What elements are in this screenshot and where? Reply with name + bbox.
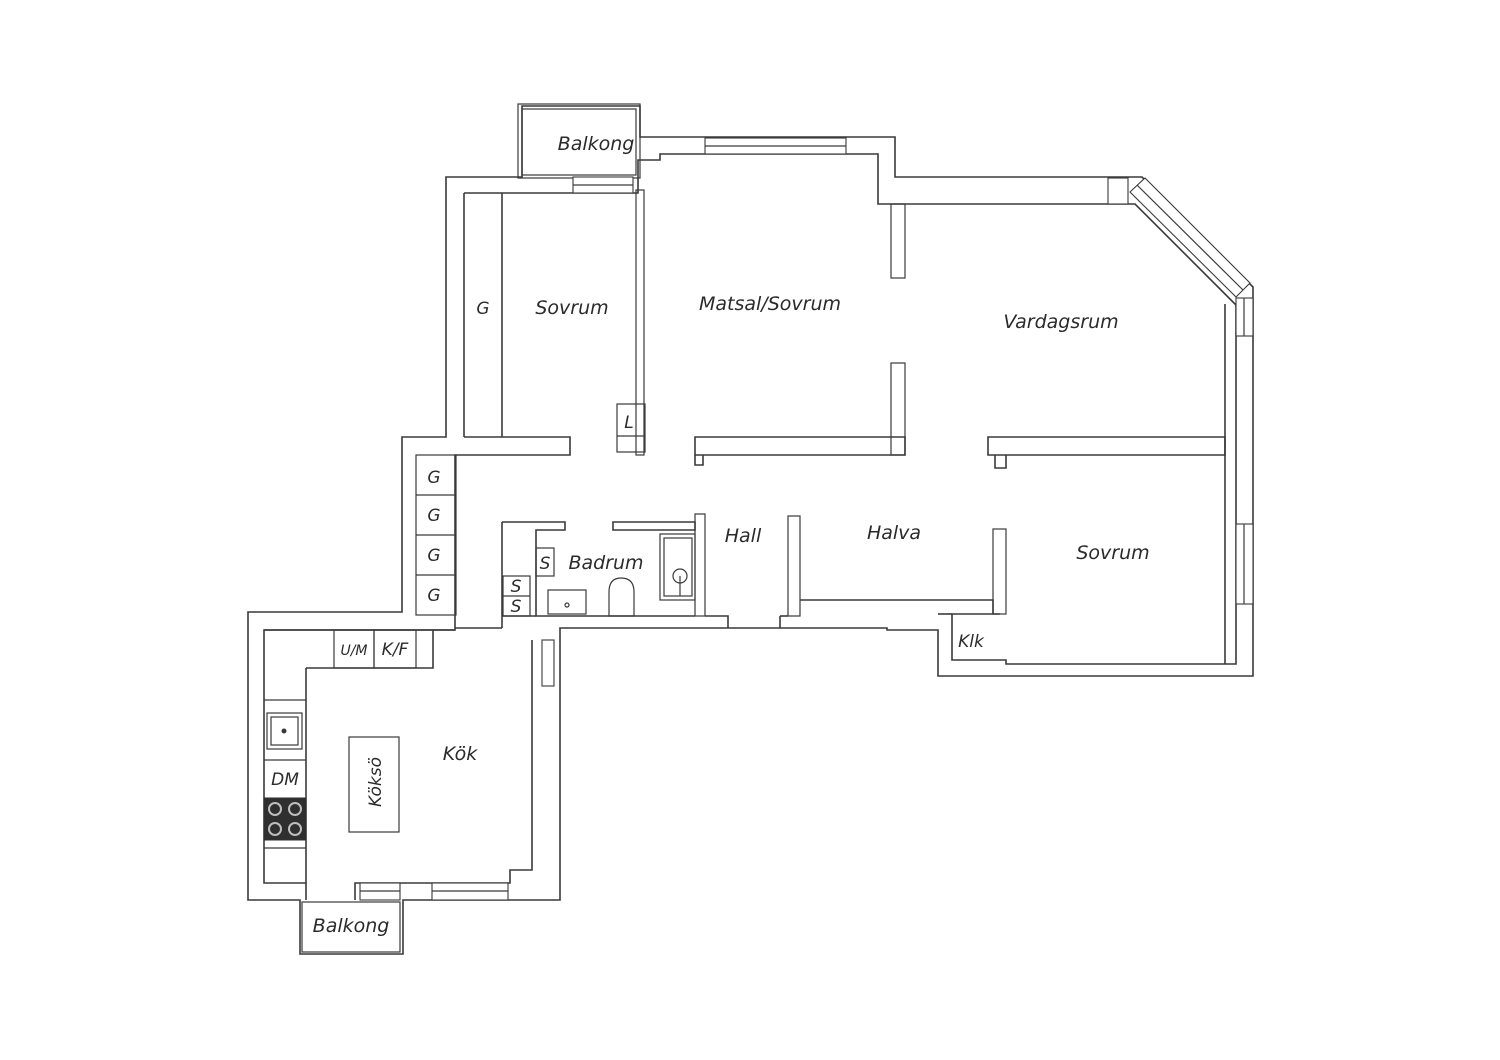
room-label-matsal: Matsal/Sovrum — [699, 293, 841, 315]
fixtures: G L G G G G S S S U/M K/F — [263, 299, 985, 849]
room-label-balkong-bottom: Balkong — [313, 915, 390, 937]
room-label-klk: Klk — [958, 632, 985, 652]
kf-label: K/F — [382, 640, 409, 660]
hall-wardrobe-4: G — [427, 586, 440, 606]
kitchen-island — [348, 736, 400, 833]
windows — [359, 137, 1254, 901]
exterior-walls — [247, 105, 1254, 955]
linen-cabinet-label: L — [624, 413, 633, 433]
balcony-bottom: Balkong — [301, 901, 401, 953]
room-label-badrum: Badrum — [568, 552, 643, 574]
room-label-halva: Halva — [867, 522, 921, 544]
room-label-sovrum-right: Sovrum — [1076, 542, 1149, 564]
hall-wardrobe-1: G — [427, 468, 440, 488]
bath-cabinet-label: S — [540, 554, 551, 574]
room-label-hall: Hall — [725, 525, 762, 547]
kitchen-sink-icon — [266, 712, 303, 750]
toilet-icon — [608, 577, 635, 617]
hall-wardrobe-3: G — [427, 546, 440, 566]
shower-icon — [659, 533, 696, 601]
um-label: U/M — [340, 643, 367, 659]
room-label-kok: Kök — [443, 743, 478, 765]
room-labels: Sovrum Matsal/Sovrum Vardagsrum Hall Hal… — [443, 293, 1150, 765]
room-label-vardagsrum: Vardagsrum — [1003, 311, 1118, 333]
bath-low-cabinet-2: S — [511, 597, 522, 617]
dm-label: DM — [271, 770, 299, 790]
bath-low-cabinet-1: S — [511, 577, 522, 597]
room-label-sovrum-left: Sovrum — [535, 297, 608, 319]
wardrobe-label: G — [476, 299, 489, 319]
bath-sink-icon — [547, 589, 587, 615]
room-label-balkong-top: Balkong — [558, 133, 635, 155]
balcony-top: Balkong — [517, 103, 641, 179]
hall-wardrobe-2: G — [427, 506, 440, 526]
kitchen-island-label: Köksö — [366, 757, 386, 807]
interior-walls — [305, 189, 1226, 883]
